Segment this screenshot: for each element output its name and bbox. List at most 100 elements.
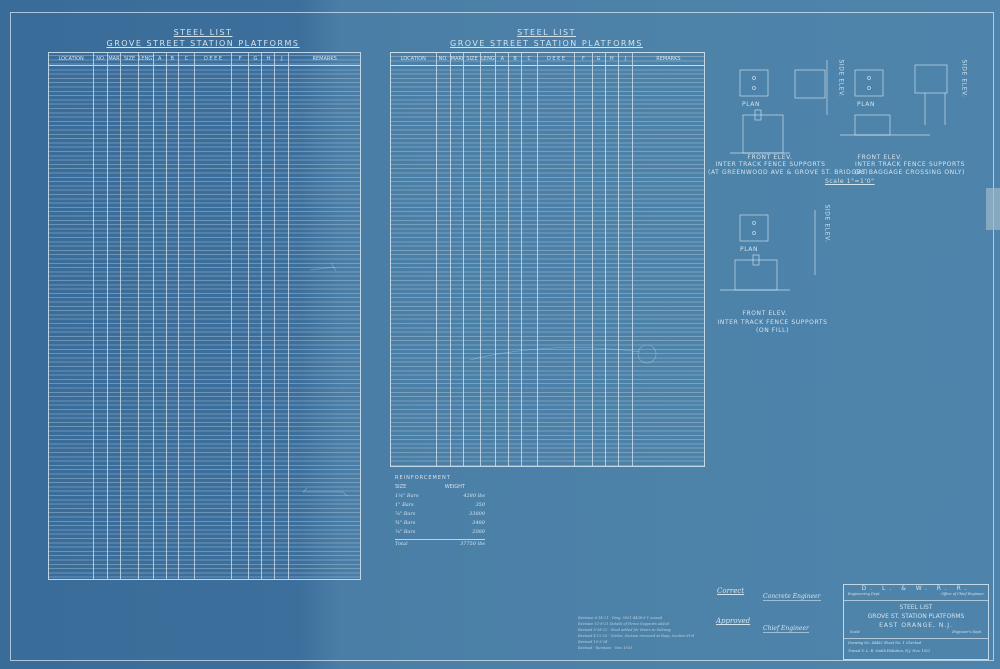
revision-note: Revised - Revision - Nov 1925 [578,646,633,650]
column-header: LOCATION [49,53,94,66]
drawing-note-3: (ON FILL) [755,327,790,334]
revision-note: Revised 10-3-24 [578,640,608,644]
column-length: LENGTH [138,53,154,579]
column-location: LOCATION [391,53,437,466]
column-header: D E E E [194,53,232,66]
column-header: G [592,53,605,66]
column-header: LENGTH [481,53,496,66]
dept-right: Office of Chief Engineer [941,592,984,596]
column-header: C [178,53,194,66]
column-header: B [166,53,178,66]
dept-field: Engineer's Dept. [952,630,982,634]
column-header: LENGTH [138,53,153,66]
column-c: C [178,53,195,579]
column-header: SIZE [463,53,481,66]
revision-note: Revised 9-28-22 - Steel added for Stairs… [578,628,671,632]
plan-label-3: PLAN [740,246,759,253]
column-header: B [509,53,521,66]
sheet-tab [986,188,1000,230]
column-mark: MARK [108,53,122,579]
column-h: H [605,53,619,466]
column-remarks: REMARKS [632,53,704,466]
column-header: C [521,53,537,66]
chief-engineer-signature: Chief Engineer [763,625,809,633]
drawing-title-2: INTER TRACK FENCE SUPPORTS [855,161,965,168]
column-f: F [575,53,593,466]
column-g: G [249,53,263,579]
title-line-3: EAST ORANGE, N.J. [879,622,953,629]
front-elev-label-2: FRONT ELEV. [857,154,903,161]
column-header: H [605,53,618,66]
approved-label: Approved [716,617,751,625]
drawing-3 [720,210,816,291]
railroad-name: D. L. & W. R. R. [861,585,971,592]
column-location: LOCATION [49,53,95,579]
hand-mark [309,262,337,272]
column-size: SIZE [121,53,139,579]
column-header: MARK [108,53,121,66]
revision-note: Revision 6-14-21 - Dwg. 5051-4438-5-1 mo… [578,616,663,620]
column-header: H [262,53,275,66]
column-d-e-e-e: D E E E [194,53,233,579]
drawing-1 [730,60,828,154]
column-j: J [275,53,290,579]
drawing-title-1: INTER TRACK FENCE SUPPORTS [715,161,826,168]
fence-support-drawings [720,60,948,291]
side-elev-label-3: SIDE ELEV. [823,204,831,243]
dept-left: Engineering Dept. [848,592,881,596]
column-c: C [521,53,538,466]
column-a: A [496,53,510,466]
sheet-border [10,12,994,661]
column-header: NO. [436,53,450,66]
hand-mark [302,487,348,497]
title-line-2: GROVE ST. STATION PLATFORMS [867,613,965,620]
column-d-e-e-e: D E E E [537,53,576,466]
column-a: A [153,53,167,579]
column-header: A [496,53,509,66]
column-b: B [166,53,179,579]
drawing-info: Drawing No. 44482 Sheet No. 1 Checked [848,641,922,645]
side-elev-label-2: SIDE ELEV. [960,59,968,98]
revision-note: Revision 11-8-21 Details of Fence Suppor… [578,622,670,626]
column-header: LOCATION [391,53,436,66]
scale-note: Scale 1"=1'0" [825,178,875,185]
column-header: NO. [94,53,108,66]
traced-info: Traced S. L. B. Smith Hoboken, N.J. Nov.… [848,649,931,653]
drawing-title-3: INTER TRACK FENCE SUPPORTS [717,319,828,326]
drawing-note-1: (AT GREENWOOD AVE & GROVE ST. BRIDGES) [708,169,869,176]
column-header: REMARKS [632,53,704,66]
front-elev-label-1: FRONT ELEV. [747,154,793,161]
column-remarks: REMARKS [289,53,360,579]
column-header: J [618,53,632,66]
column-no: NO. [94,53,109,579]
middle-list-title: STEEL LIST [517,28,576,37]
front-elev-label-3: FRONT ELEV. [742,310,788,317]
side-elev-label-1: SIDE ELEV. [837,59,845,98]
col-size: SIZE [395,484,407,490]
column-header: MARK [450,53,463,66]
plan-label-2: PLAN [857,101,876,108]
column-size: SIZE [463,53,482,466]
left-list-title: STEEL LIST [173,28,233,37]
column-header: A [153,53,166,66]
scale-field: Scale [850,630,860,634]
column-j: J [618,53,633,466]
title-block: D. L. & W. R. R. Engineering Dept. Office… [843,584,989,660]
reinforcement-title: REINFORCEMENT [395,475,451,481]
correct-label: Correct [717,587,745,595]
column-length: LENGTH [481,53,497,466]
column-header: SIZE [121,53,138,66]
hand-circle [637,344,657,364]
column-no: NO. [436,53,451,466]
left-list-subtitle: GROVE STREET STATION PLATFORMS [106,39,300,48]
revision-note: Revised 4-12-23 - Girder, Section remove… [578,634,695,638]
